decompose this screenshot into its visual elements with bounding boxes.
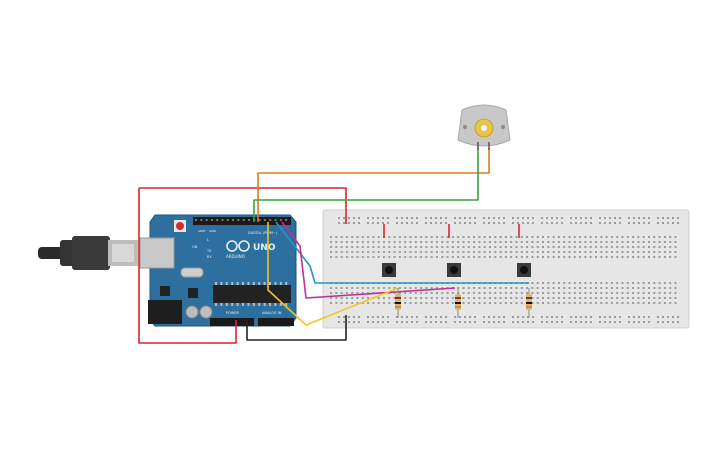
wire-orange-motor[interactable] [257,148,490,222]
pushbutton[interactable] [447,263,461,277]
analog-header [258,318,294,326]
wires[interactable] [138,148,529,344]
digital-label: DIGITAL (PWM~) [248,231,278,235]
wire-red-loop[interactable] [138,188,237,344]
capacitor [199,305,213,319]
usb-cable[interactable] [38,236,138,270]
wire-blue[interactable] [275,221,529,284]
power-header [210,318,254,326]
pushbutton[interactable] [382,263,396,277]
l-label: L [207,238,209,242]
analog-label: ANALOG IN [262,311,282,315]
aref-label: AREF [198,229,206,233]
tx-label: TX [206,249,212,253]
breadboard[interactable] [322,209,690,329]
wire-magenta[interactable] [281,221,456,299]
crystal [180,267,204,278]
arduino-board[interactable]: UNO ARDUINO DIGITAL (PWM~) POWER ANALOG … [139,214,297,327]
power-jack [148,300,182,324]
resistor[interactable] [526,288,532,318]
digital-header [193,217,291,225]
usb-port [139,237,175,269]
wire-yellow[interactable] [267,222,399,326]
resistor[interactable] [395,288,401,318]
on-label: ON [192,245,198,249]
wire-black-gnd[interactable] [246,315,347,341]
power-label: POWER [226,311,240,315]
microcontroller-chip [213,285,291,303]
model-label: UNO [253,243,276,253]
breadboard-holes [330,217,679,323]
wire-green-motor[interactable] [253,148,479,222]
brand-label: ARDUINO [226,254,245,259]
rx-label: RX [207,255,212,259]
pushbutton[interactable] [517,263,531,277]
resistor[interactable] [455,288,461,318]
arduino-logo [226,240,250,252]
gnd-label: GND [209,229,217,233]
capacitor [185,305,199,319]
dc-motor[interactable] [457,104,511,150]
wire-red-5v[interactable] [139,187,347,224]
